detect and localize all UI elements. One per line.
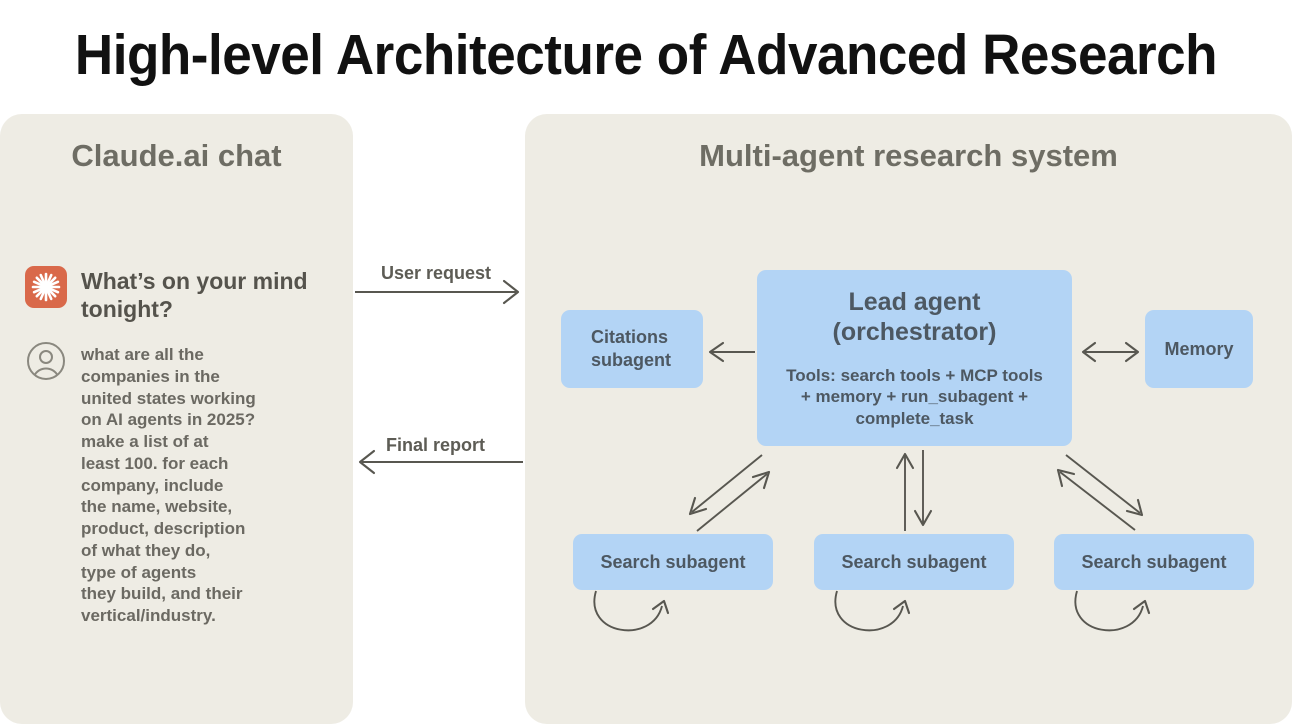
- flow-label-final-report: Final report: [386, 435, 486, 455]
- search-subagent-3-label: Search subagent: [1081, 551, 1227, 572]
- search-subagent-1-label: Search subagent: [600, 551, 746, 572]
- node-citations-subagent[interactable]: Citations subagent: [561, 310, 703, 388]
- node-search-subagent-1[interactable]: Search subagent: [573, 534, 773, 590]
- user-avatar-icon: [25, 340, 67, 382]
- search-subagent-2-label: Search subagent: [841, 551, 987, 572]
- page-title: High-level Architecture of Advanced Rese…: [74, 23, 1218, 87]
- citations-subagent-label: Citations subagent: [591, 327, 672, 370]
- chat-user-message-row: what are all the companies in the united…: [25, 340, 335, 627]
- lead-agent-title: Lead agent (orchestrator): [832, 287, 997, 346]
- chat-greeting-text: What’s on your mind tonight?: [81, 268, 308, 323]
- chat-greeting-row: What’s on your mind tonight?: [25, 266, 335, 323]
- chat-user-query-text: what are all the companies in the united…: [81, 345, 256, 625]
- node-search-subagent-2[interactable]: Search subagent: [814, 534, 1014, 590]
- panel-chat-heading: Claude.ai chat: [71, 138, 282, 173]
- panel-claude-chat: Claude.ai chat What: [0, 114, 353, 724]
- node-search-subagent-3[interactable]: Search subagent: [1054, 534, 1254, 590]
- panel-system-heading: Multi-agent research system: [699, 138, 1118, 173]
- node-memory[interactable]: Memory: [1145, 310, 1253, 388]
- claude-starburst-icon: [25, 266, 67, 308]
- lead-agent-tools: Tools: search tools + MCP tools + memory…: [786, 365, 1043, 428]
- node-lead-agent[interactable]: Lead agent (orchestrator) Tools: search …: [757, 270, 1072, 446]
- flow-label-user-request: User request: [381, 263, 492, 283]
- memory-label: Memory: [1164, 338, 1234, 359]
- arrow-user-request: [355, 279, 520, 305]
